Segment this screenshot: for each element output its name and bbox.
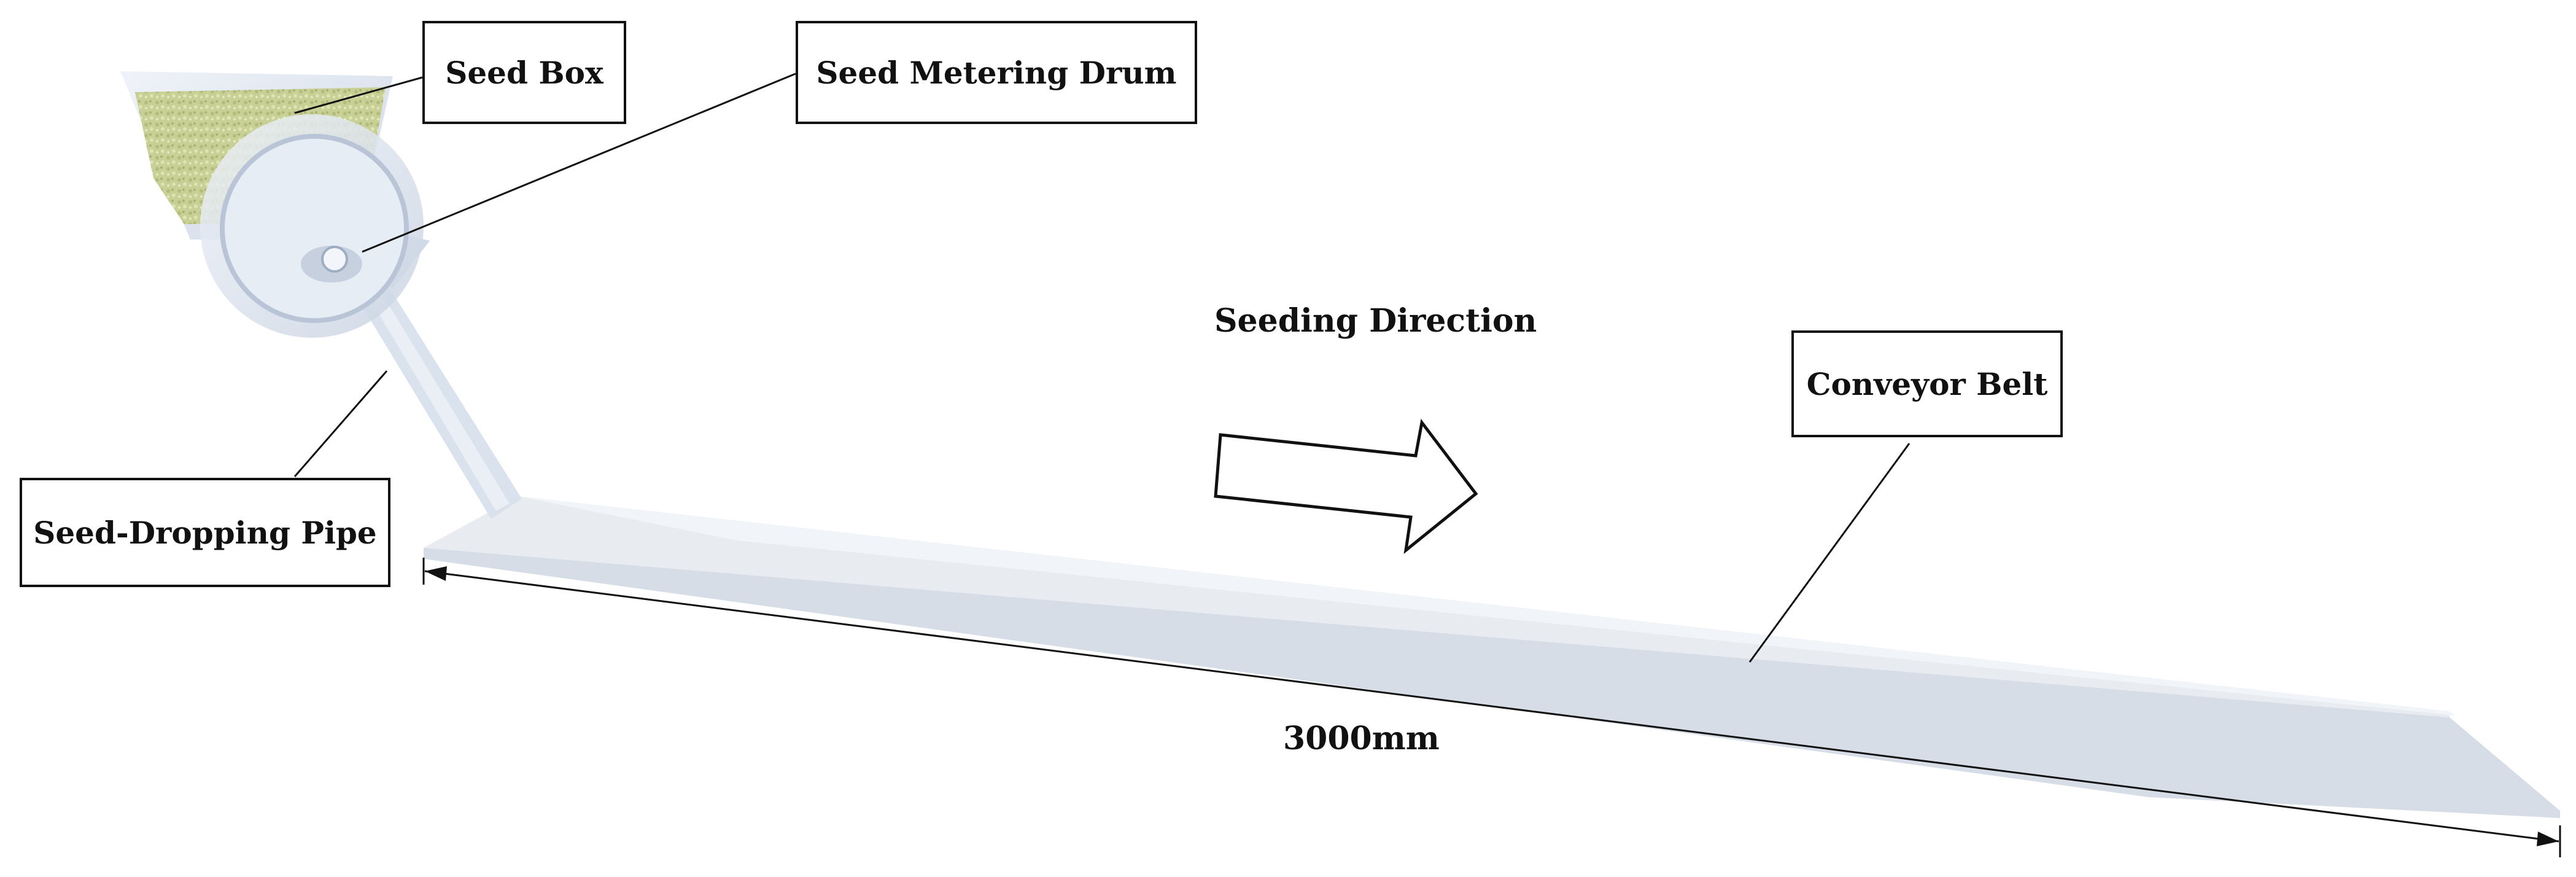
dropping-pipe-callout: Seed-Dropping Pipe <box>20 478 390 587</box>
dropping-pipe-label: Seed-Dropping Pipe <box>33 514 377 551</box>
conveyor-belt-side-surface <box>424 548 2560 818</box>
belt-length-label: 3000mm <box>1283 720 1440 757</box>
dimension-arrow-right-icon <box>2537 832 2559 846</box>
metering-drum-leader <box>362 72 796 253</box>
dimension-main-line <box>424 570 2559 843</box>
seed-metering-drum-shape <box>200 114 424 338</box>
conveyor-belt-highlight <box>518 496 2456 715</box>
seed-box-label: Seed Box <box>445 54 603 91</box>
conveyor-belt-label: Conveyor Belt <box>1806 365 2048 402</box>
metering-drum-callout: Seed Metering Drum <box>796 21 1197 124</box>
seed-box-leader <box>294 76 423 114</box>
conveyor-belt-callout: Conveyor Belt <box>1791 330 2063 437</box>
metering-drum-label: Seed Metering Drum <box>816 54 1177 91</box>
dimension-arrow-left-icon <box>425 566 447 581</box>
conveyor-belt-shape <box>424 496 2560 818</box>
seeding-direction-label: Seeding Direction <box>1214 302 1537 340</box>
leader-lines <box>293 72 1911 663</box>
seed-box-callout: Seed Box <box>422 21 626 124</box>
dimension-line <box>422 558 2561 857</box>
direction-arrow-icon <box>1214 418 1478 554</box>
conveyor-belt-leader <box>1748 443 1911 663</box>
dropping-pipe-leader <box>293 370 388 477</box>
